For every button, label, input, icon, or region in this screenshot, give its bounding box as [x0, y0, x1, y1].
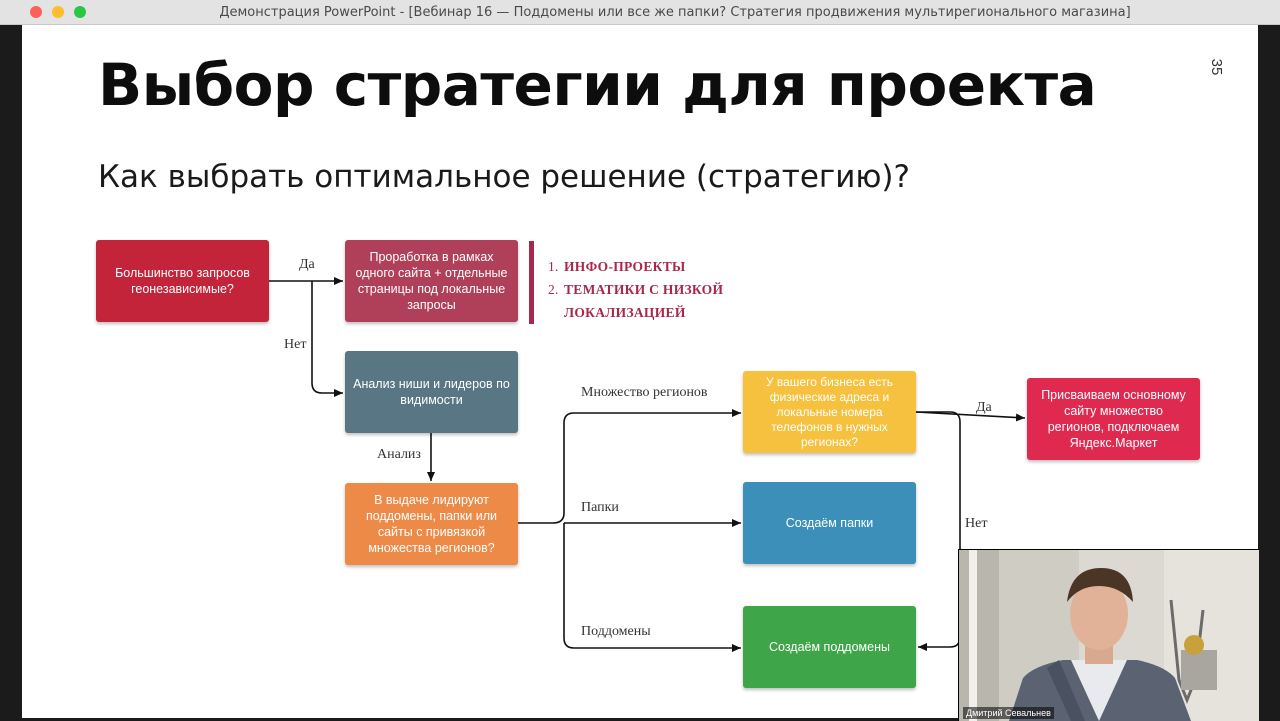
connector-business-no: [916, 411, 961, 651]
box-assign-regions: Присваиваем основному сайту множество ре…: [1027, 378, 1200, 460]
label-yes-top: Да: [299, 257, 315, 272]
slide-title: Выбор стратегии для проекта: [98, 51, 1097, 119]
connector-subdomains: [563, 523, 741, 652]
notes-item: 1.ИНФО-ПРОЕКТЫ: [548, 259, 686, 274]
label-yes-right: Да: [976, 400, 992, 415]
notes-item: 2.ТЕМАТИКИ С НИЗКОЙ: [548, 282, 724, 297]
label-folders: Папки: [581, 500, 619, 515]
notes-accent-bar: [529, 241, 534, 324]
box-geo-question: Большинство запросов геонезависимые?: [96, 240, 269, 322]
flowchart-connectors: [269, 277, 1026, 652]
maximize-window-button[interactable]: [74, 6, 86, 18]
minimize-window-button[interactable]: [52, 6, 64, 18]
window-titlebar: Демонстрация PowerPoint - [Вебинар 16 — …: [0, 0, 1280, 25]
label-no-right: Нет: [965, 516, 988, 531]
box-single-site: Проработка в рамках одного сайта + отдел…: [345, 240, 518, 322]
speaker-video[interactable]: Дмитрий Севальнев: [958, 549, 1259, 721]
notes-list: 1.ИНФО-ПРОЕКТЫ 2.ТЕМАТИКИ С НИЗКОЙ ЛОКАЛ…: [548, 255, 723, 324]
connector-business-yes: [915, 411, 1026, 422]
box-create-folders: Создаём папки: [743, 482, 916, 564]
box-business-question: У вашего бизнеса есть физические адреса …: [743, 371, 916, 453]
connector-geo-no: [311, 281, 343, 397]
box-create-subdomains: Создаём поддомены: [743, 606, 916, 688]
label-analysis: Анализ: [377, 447, 421, 462]
label-many-regions: Множество регионов: [581, 385, 708, 400]
slide-subtitle: Как выбрать оптимальное решение (стратег…: [98, 159, 910, 195]
speaker-video-frame: [959, 550, 1259, 721]
window-title: Демонстрация PowerPoint - [Вебинар 16 — …: [219, 5, 1131, 20]
label-no-left: Нет: [284, 337, 307, 352]
connector-branch-trunk: [518, 409, 741, 524]
box-serp-leaders: В выдаче лидируют поддомены, папки или с…: [345, 483, 518, 565]
speaker-name: Дмитрий Севальнев: [963, 707, 1054, 719]
label-subdomains: Поддомены: [581, 624, 651, 639]
box-niche-analysis: Анализ ниши и лидеров по видимости: [345, 351, 518, 433]
notes-item: ЛОКАЛИЗАЦИЕЙ: [564, 305, 686, 320]
presentation-slide[interactable]: Выбор стратегии для проекта 35 Как выбра…: [22, 25, 1258, 718]
close-window-button[interactable]: [30, 6, 42, 18]
